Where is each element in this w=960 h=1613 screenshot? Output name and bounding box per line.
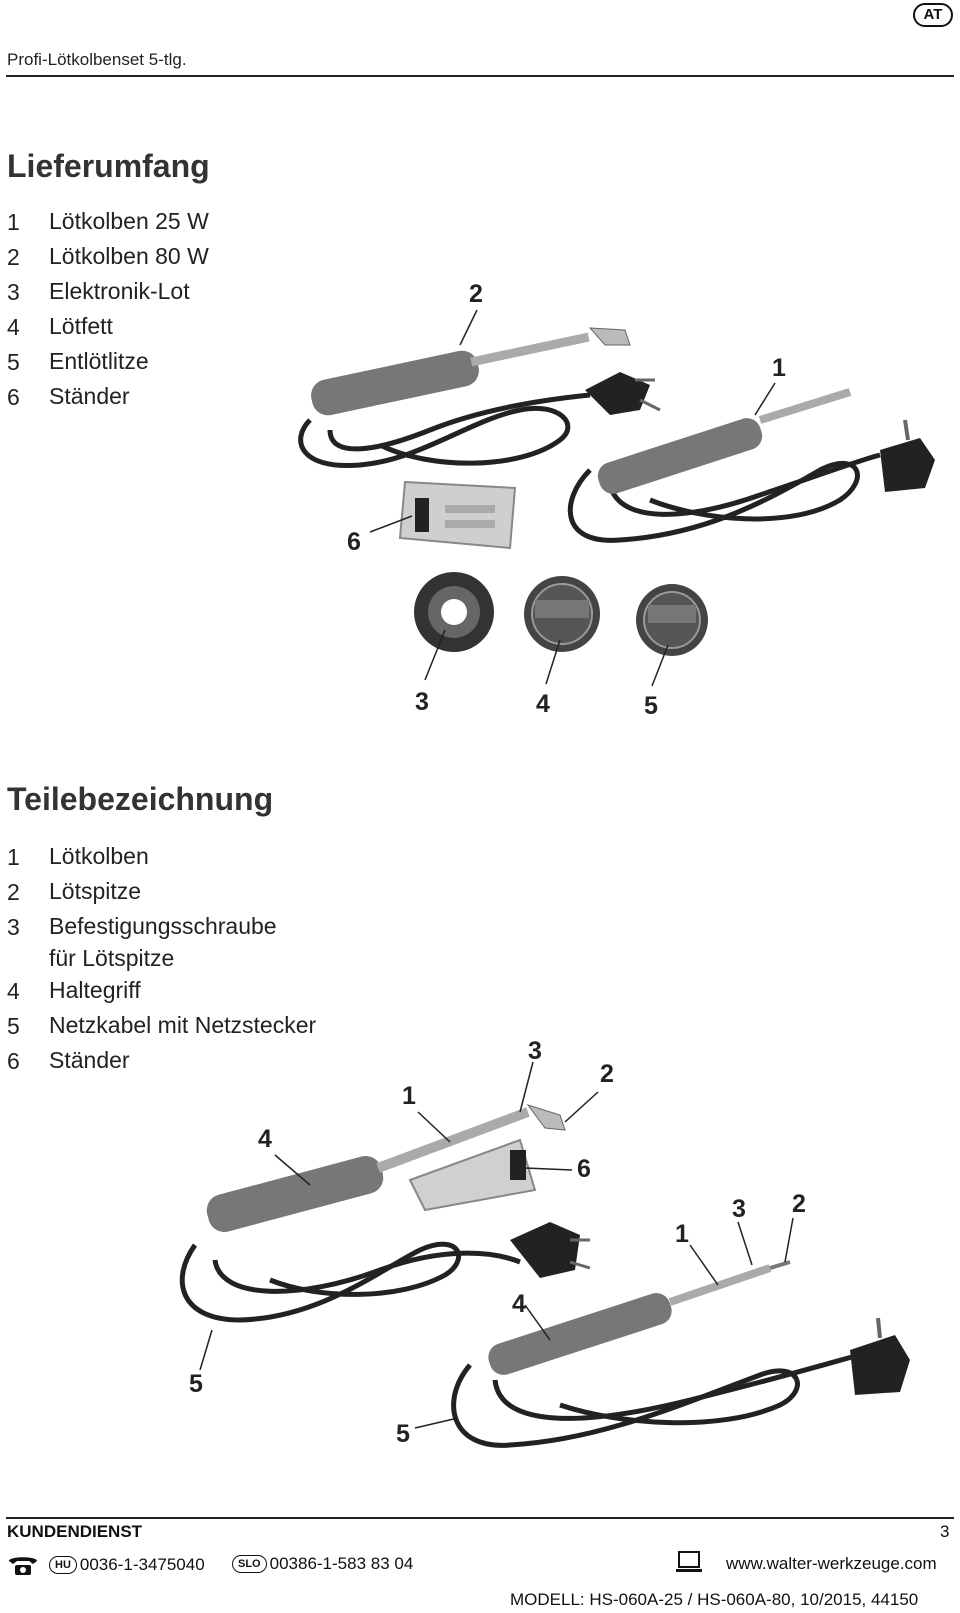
callout-label: 2: [469, 280, 483, 308]
footer-rule: [6, 1517, 954, 1519]
callout-label: 4: [512, 1290, 526, 1318]
callout-label: 6: [577, 1155, 591, 1183]
slo-badge: SLO: [232, 1555, 267, 1573]
hu-contact: HU 0036-1-3475040: [7, 1554, 205, 1576]
document-title: Profi-Lötkolbenset 5-tlg.: [7, 50, 187, 69]
scope-heading: Lieferumfang: [7, 148, 210, 184]
callout-label: 6: [347, 528, 361, 556]
parts-small-iron-image: [451, 1260, 910, 1448]
model-info: MODELL: HS-060A-25 / HS-060A-80, 10/2015…: [510, 1590, 919, 1609]
laptop-icon: [676, 1551, 702, 1572]
callout-label: 3: [528, 1037, 542, 1065]
callout-label: 5: [189, 1370, 203, 1398]
hu-badge: HU: [49, 1556, 77, 1574]
country-badge: AT: [913, 3, 953, 27]
callout-label: 2: [600, 1060, 614, 1088]
soldering-iron-25w-image: [567, 388, 935, 543]
callout-label: 5: [644, 692, 658, 720]
parts-large-iron-image: [179, 1104, 591, 1323]
callout-label: 4: [258, 1125, 272, 1153]
solder-spool-image: [414, 572, 494, 652]
slo-phone: 00386-1-583 83 04: [269, 1554, 414, 1573]
callout-label: 3: [732, 1195, 746, 1223]
soldering-iron-80w-image: [298, 327, 661, 469]
callout-label: 1: [772, 354, 786, 382]
website-link[interactable]: www.walter-werkzeuge.com: [726, 1554, 937, 1573]
hu-phone: 0036-1-3475040: [79, 1555, 205, 1574]
callout-label: 4: [536, 690, 550, 718]
callout-label: 1: [675, 1220, 689, 1248]
callout-label: 1: [402, 1082, 416, 1110]
callout-label: 3: [415, 688, 429, 716]
header-rule: [6, 75, 954, 77]
telephone-icon: [9, 1557, 37, 1575]
customer-service-label: KUNDENDIENST: [7, 1522, 143, 1541]
flux-tin-image: [524, 576, 600, 652]
page-number: 3: [940, 1522, 950, 1541]
slo-contact: SLO 00386-1-583 83 04: [232, 1554, 413, 1574]
desoldering-braid-image: [636, 584, 708, 656]
callout-label: 2: [792, 1190, 806, 1218]
parts-heading: Teilebezeichnung: [7, 781, 274, 817]
stand-image: [398, 480, 517, 550]
callout-label: 5: [396, 1420, 410, 1448]
